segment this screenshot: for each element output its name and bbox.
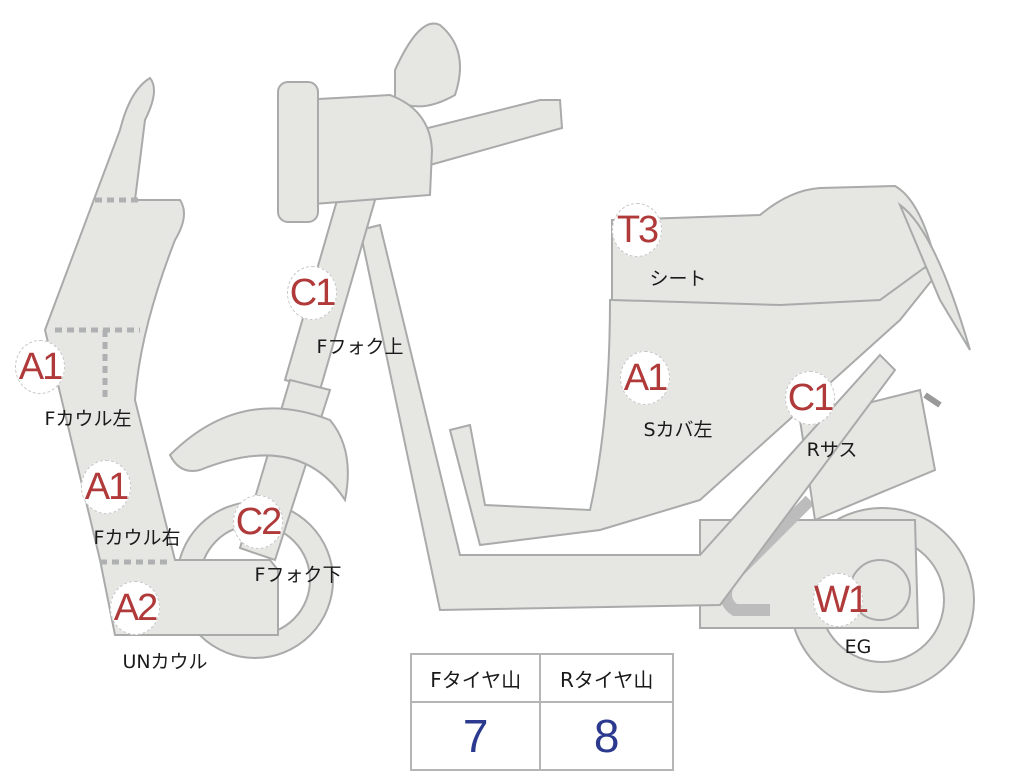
part-label-under-cowl: UNカウル bbox=[122, 651, 208, 673]
grade-badge-f-cowl-left: A1 bbox=[15, 340, 65, 394]
mirror bbox=[394, 22, 461, 108]
part-label-f-fork-upper: Fフォク上 bbox=[316, 336, 404, 358]
grade-badge-f-cowl-right: A1 bbox=[81, 460, 131, 514]
part-label-f-fork-lower: Fフォク下 bbox=[254, 564, 342, 586]
grade-badge-side-cover-left: A1 bbox=[620, 351, 670, 405]
grade-badge-f-fork-upper: C1 bbox=[287, 266, 337, 320]
part-label-engine: EG bbox=[844, 636, 872, 658]
part-label-f-cowl-right: Fカウル右 bbox=[93, 527, 181, 549]
side-cover bbox=[448, 258, 942, 547]
front-tire-value: 7 bbox=[409, 701, 542, 771]
rear-tire-header: Rタイヤ山 bbox=[539, 653, 674, 703]
front-fender bbox=[168, 407, 349, 503]
headlight-cowl bbox=[299, 93, 434, 207]
part-label-rear-suspension: Rサス bbox=[806, 439, 858, 461]
grade-badge-engine: W1 bbox=[813, 573, 869, 627]
grade-badge-under-cowl: A2 bbox=[110, 581, 160, 635]
handlebar bbox=[418, 99, 564, 167]
floor-frame bbox=[358, 223, 897, 612]
grade-badge-f-fork-lower: C2 bbox=[233, 495, 283, 549]
grade-badge-rear-suspension: C1 bbox=[785, 371, 835, 425]
grade-badge-seat: T3 bbox=[612, 203, 662, 257]
part-label-f-cowl-left: Fカウル左 bbox=[44, 408, 132, 430]
part-label-side-cover-left: Sカバ左 bbox=[643, 419, 713, 441]
headlight bbox=[277, 81, 319, 223]
front-tire-header: Fタイヤ山 bbox=[409, 653, 542, 703]
tire-tread-table: Fタイヤ山 Rタイヤ山 7 8 bbox=[409, 653, 674, 771]
part-label-seat: シート bbox=[649, 268, 707, 290]
rear-tire-value: 8 bbox=[539, 701, 674, 771]
